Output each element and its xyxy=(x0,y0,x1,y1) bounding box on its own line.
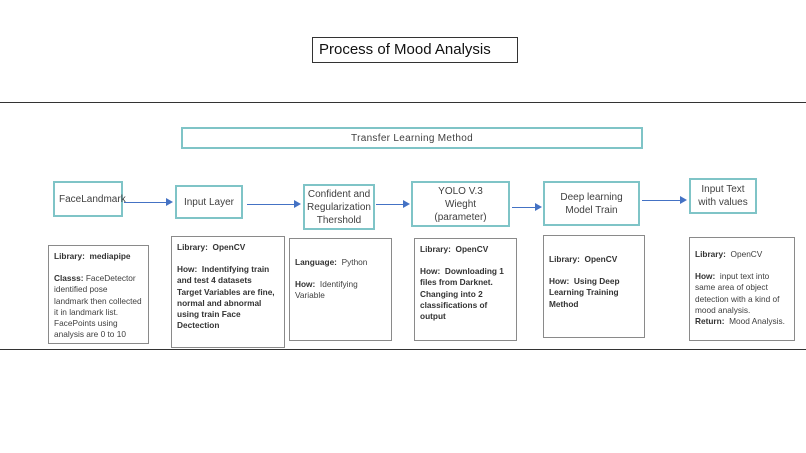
detail-library: Library: mediapipe xyxy=(54,251,131,261)
detail-library: Library: OpenCV xyxy=(420,244,489,254)
top-divider xyxy=(0,102,806,103)
arrow-5-line xyxy=(642,200,680,201)
detail-class: Classs: FaceDetector identified pose lan… xyxy=(54,273,142,340)
arrow-1-head xyxy=(166,198,173,206)
arrow-2-head xyxy=(294,200,301,208)
detail-confident-regularization: Language: Python How: Identifying Variab… xyxy=(289,238,392,341)
detail-face-landmark: Library: mediapipe Classs: FaceDetector … xyxy=(48,245,149,344)
detail-library: Library: OpenCV xyxy=(695,249,763,259)
arrow-2-line xyxy=(247,204,294,205)
arrow-1-line xyxy=(124,202,166,203)
step-deep-learning-train: Deep learning Model Train xyxy=(543,181,640,226)
detail-language: Language: Python xyxy=(295,257,368,267)
detail-deep-learning-train: Library: OpenCV How: Using Deep Learning… xyxy=(543,235,645,338)
step-face-landmark: FaceLandmark xyxy=(53,181,126,217)
detail-input-text: Library: OpenCV How: input text into sam… xyxy=(689,237,795,341)
arrow-4-line xyxy=(512,207,535,208)
detail-how: How: Identifying Variable xyxy=(295,279,358,301)
detail-how: How: input text into same area of object… xyxy=(695,271,780,315)
detail-how: How: Downloading 1 files from Darknet. C… xyxy=(420,266,504,322)
detail-library: Library: OpenCV xyxy=(549,254,618,264)
arrow-3-line xyxy=(376,204,403,205)
diagram-title: Process of Mood Analysis xyxy=(312,37,518,63)
detail-how: How: Using Deep Learning Training Method xyxy=(549,276,620,309)
arrow-4-head xyxy=(535,203,542,211)
detail-library: Library: OpenCV xyxy=(177,242,246,252)
arrow-5-head xyxy=(680,196,687,204)
step-input-layer: Input Layer xyxy=(175,185,243,219)
detail-return: Return: Mood Analysis. xyxy=(695,316,785,327)
bottom-divider xyxy=(0,349,806,350)
step-yolo-weight: YOLO V.3 Wieght (parameter) xyxy=(411,181,510,227)
step-confident-regularization: Confident and Regularization Thershold xyxy=(303,184,375,230)
detail-input-layer: Library: OpenCV How: Indentifying train … xyxy=(171,236,285,348)
detail-yolo-weight: Library: OpenCV How: Downloading 1 files… xyxy=(414,238,517,341)
detail-target: Target Variables are fine, normal and ab… xyxy=(177,286,275,331)
detail-how: How: Indentifying train and test 4 datas… xyxy=(177,264,270,286)
arrow-3-head xyxy=(403,200,410,208)
transfer-learning-banner: Transfer Learning Method xyxy=(181,127,643,149)
step-input-text: Input Text with values xyxy=(689,178,757,214)
